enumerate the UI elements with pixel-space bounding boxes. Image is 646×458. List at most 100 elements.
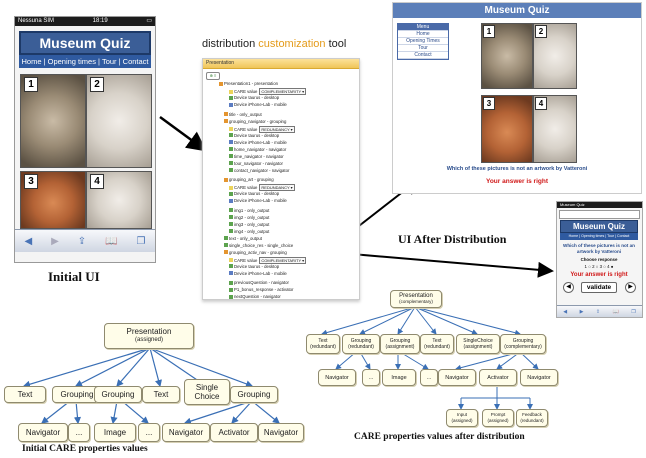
forward-icon[interactable]: ▶ (51, 235, 59, 247)
web-image-number-4: 4 (535, 97, 547, 110)
mobile-address-bar[interactable] (559, 210, 640, 219)
mobile-nav-menu[interactable]: Home | Opening times | Tour | Contact (560, 233, 638, 240)
mobile-share-icon[interactable]: ⇪ (595, 308, 601, 315)
tree-row[interactable]: Device iPhone-Lab - mobile (229, 198, 287, 203)
care-value-select[interactable]: REDUNDANCY ▾ (259, 125, 295, 133)
tree-row[interactable]: P1_bonus_response - activator (229, 287, 293, 292)
desktop-ui-after: Museum Quiz Menu Home Opening Times Tour… (392, 2, 642, 194)
tree-row-label: img2 - only_output (234, 214, 270, 220)
after-node-grouping-2-sub: (assignment) (385, 344, 415, 350)
mobile-forward-icon[interactable]: ▶ (579, 308, 584, 315)
after-node-single-choice: SingleChoice (assignment) (456, 334, 500, 354)
tree-row[interactable]: previousQuestion - navigator (229, 280, 289, 285)
next-question-icon[interactable]: ▶ (625, 282, 636, 293)
tree-row[interactable]: home_navigator - navigator (229, 147, 286, 152)
mobile-choose-label: Choose response (580, 257, 618, 262)
tree-row-label: P1_bonus_response - activator (234, 287, 294, 292)
tree-node-icon (229, 191, 233, 196)
initial-root-node: Presentation (assigned) (104, 323, 194, 349)
tree-node-icon (229, 161, 233, 166)
tree-row[interactable]: Device taurus - desktop (229, 191, 279, 196)
after-node-prompt-sub: (assigned) (487, 418, 509, 423)
share-icon[interactable]: ⇪ (77, 235, 87, 247)
care-value-select[interactable]: COMPLEMENTARITY ▾ (259, 88, 307, 95)
web-artwork-image-4[interactable] (533, 95, 577, 163)
tree-row[interactable]: contact_navigator - navigator (229, 168, 289, 173)
mobile-tabs-icon[interactable]: ❐ (631, 308, 636, 315)
tree-row[interactable]: img1 - only_output (229, 208, 269, 213)
tree-row[interactable]: img3 - only_output (229, 222, 269, 227)
arrow-initial-to-tool (159, 115, 208, 152)
tree-row[interactable]: Presentation1 - presentation (219, 81, 278, 86)
tree-node-icon (229, 215, 233, 220)
tree-row[interactable]: grouping_activ_nav - grouping (224, 250, 287, 255)
back-icon[interactable]: ◀ (24, 235, 33, 247)
tree-node-icon (224, 177, 228, 182)
tree-node-icon (229, 280, 233, 285)
after-node-activator: Activator (479, 369, 517, 386)
after-node-grouping-3-label: Grouping (512, 338, 534, 344)
tree-row-label: Device taurus - desktop (234, 263, 280, 269)
tree-row[interactable]: Device taurus - desktop (229, 133, 279, 138)
tree-row[interactable]: time_navigator - navigator (229, 154, 284, 159)
tree-node-icon (219, 81, 223, 86)
web-menu-opening-times[interactable]: Opening Times (398, 38, 448, 45)
previous-question-icon[interactable]: ◀ (563, 282, 574, 293)
artwork-image-1[interactable] (20, 74, 86, 168)
tool-heading-part3: tool (328, 38, 347, 50)
tree-row[interactable]: nextQuestion - navigator (229, 294, 281, 299)
tree-row[interactable]: Device iPhone-Lab - mobile (229, 271, 287, 276)
initial-node-text-1: Text (4, 386, 46, 403)
mobile-ui-after: Museum Quiz Museum Quiz Home | Opening t… (556, 201, 643, 318)
tree-row[interactable]: Device taurus - desktop (229, 95, 279, 100)
after-node-grouping-3-sub: (complementary) (504, 344, 542, 350)
tree-row[interactable]: grouping_navigator - grouping (224, 119, 286, 124)
tree-row[interactable]: title - only_output (224, 112, 262, 117)
tree-row[interactable]: single_choice_res - single_choice (224, 243, 293, 248)
after-node-prompt-label: Prompt (490, 412, 506, 417)
web-image-number-2: 2 (535, 25, 547, 38)
after-node-grouping-1-label: Grouping (350, 338, 372, 344)
tree-row[interactable]: grouping_art - grouping (224, 177, 274, 182)
tree-row[interactable]: Device taurus - desktop (229, 264, 279, 269)
tree-row[interactable]: tour_navigator - navigator (229, 161, 283, 166)
tree-row-label: CARE value (234, 126, 258, 132)
initial-node-activator: Activator (210, 423, 258, 442)
bookmarks-icon[interactable]: 📖 (105, 235, 118, 247)
mobile-response-options[interactable]: 1 ○ 2 ○ 3 ○ 4 ● (584, 264, 614, 269)
tree-node-icon (224, 243, 228, 248)
web-menu-home[interactable]: Home (398, 31, 448, 38)
tree-node-icon (229, 198, 233, 203)
after-node-input-sub: (assigned) (451, 418, 473, 423)
browser-toolbar: ◀ ▶ ⇪ 📖 ❐ (15, 229, 155, 252)
tree-row[interactable]: img2 - only_output (229, 215, 269, 220)
after-node-ellipsis-1: ... (362, 369, 380, 386)
after-node-input-label: Input (456, 412, 467, 417)
after-node-grouping-1-sub: (redundant) (348, 344, 374, 350)
care-value-select[interactable]: COMPLEMENTARITY ▾ (259, 256, 307, 264)
validate-button[interactable]: validate (581, 282, 617, 293)
tree-row-label: Device taurus - desktop (234, 95, 280, 100)
tool-heading: distribution customization tool (202, 38, 346, 50)
mobile-back-icon[interactable]: ◀ (563, 308, 568, 315)
tree-row-label: img1 - only_output (234, 207, 270, 213)
web-menu-contact[interactable]: Contact (398, 52, 448, 59)
tool-tab-presentation[interactable]: Presentation (203, 59, 359, 69)
app-title: Museum Quiz (19, 31, 151, 55)
mobile-bookmarks-icon[interactable]: 📖 (612, 308, 619, 315)
tree-row[interactable]: text - only_output (224, 236, 262, 241)
tree-row-label: Device taurus - desktop (234, 132, 280, 138)
add-node-button[interactable]: ⊕ ≡ (206, 72, 220, 80)
tabs-icon[interactable]: ❐ (136, 235, 146, 247)
tree-row[interactable]: img4 - only_output (229, 229, 269, 234)
care-value-select[interactable]: REDUNDANCY ▾ (259, 184, 295, 191)
tree-row[interactable]: Device iPhone-Lab - mobile (229, 140, 287, 145)
nav-menu[interactable]: Home | Opening times | Tour | Contact (19, 55, 151, 68)
tree-node-icon (229, 258, 233, 263)
tree-row[interactable]: Device iPhone-Lab - mobile (229, 102, 287, 107)
web-menu-tour[interactable]: Tour (398, 45, 448, 52)
